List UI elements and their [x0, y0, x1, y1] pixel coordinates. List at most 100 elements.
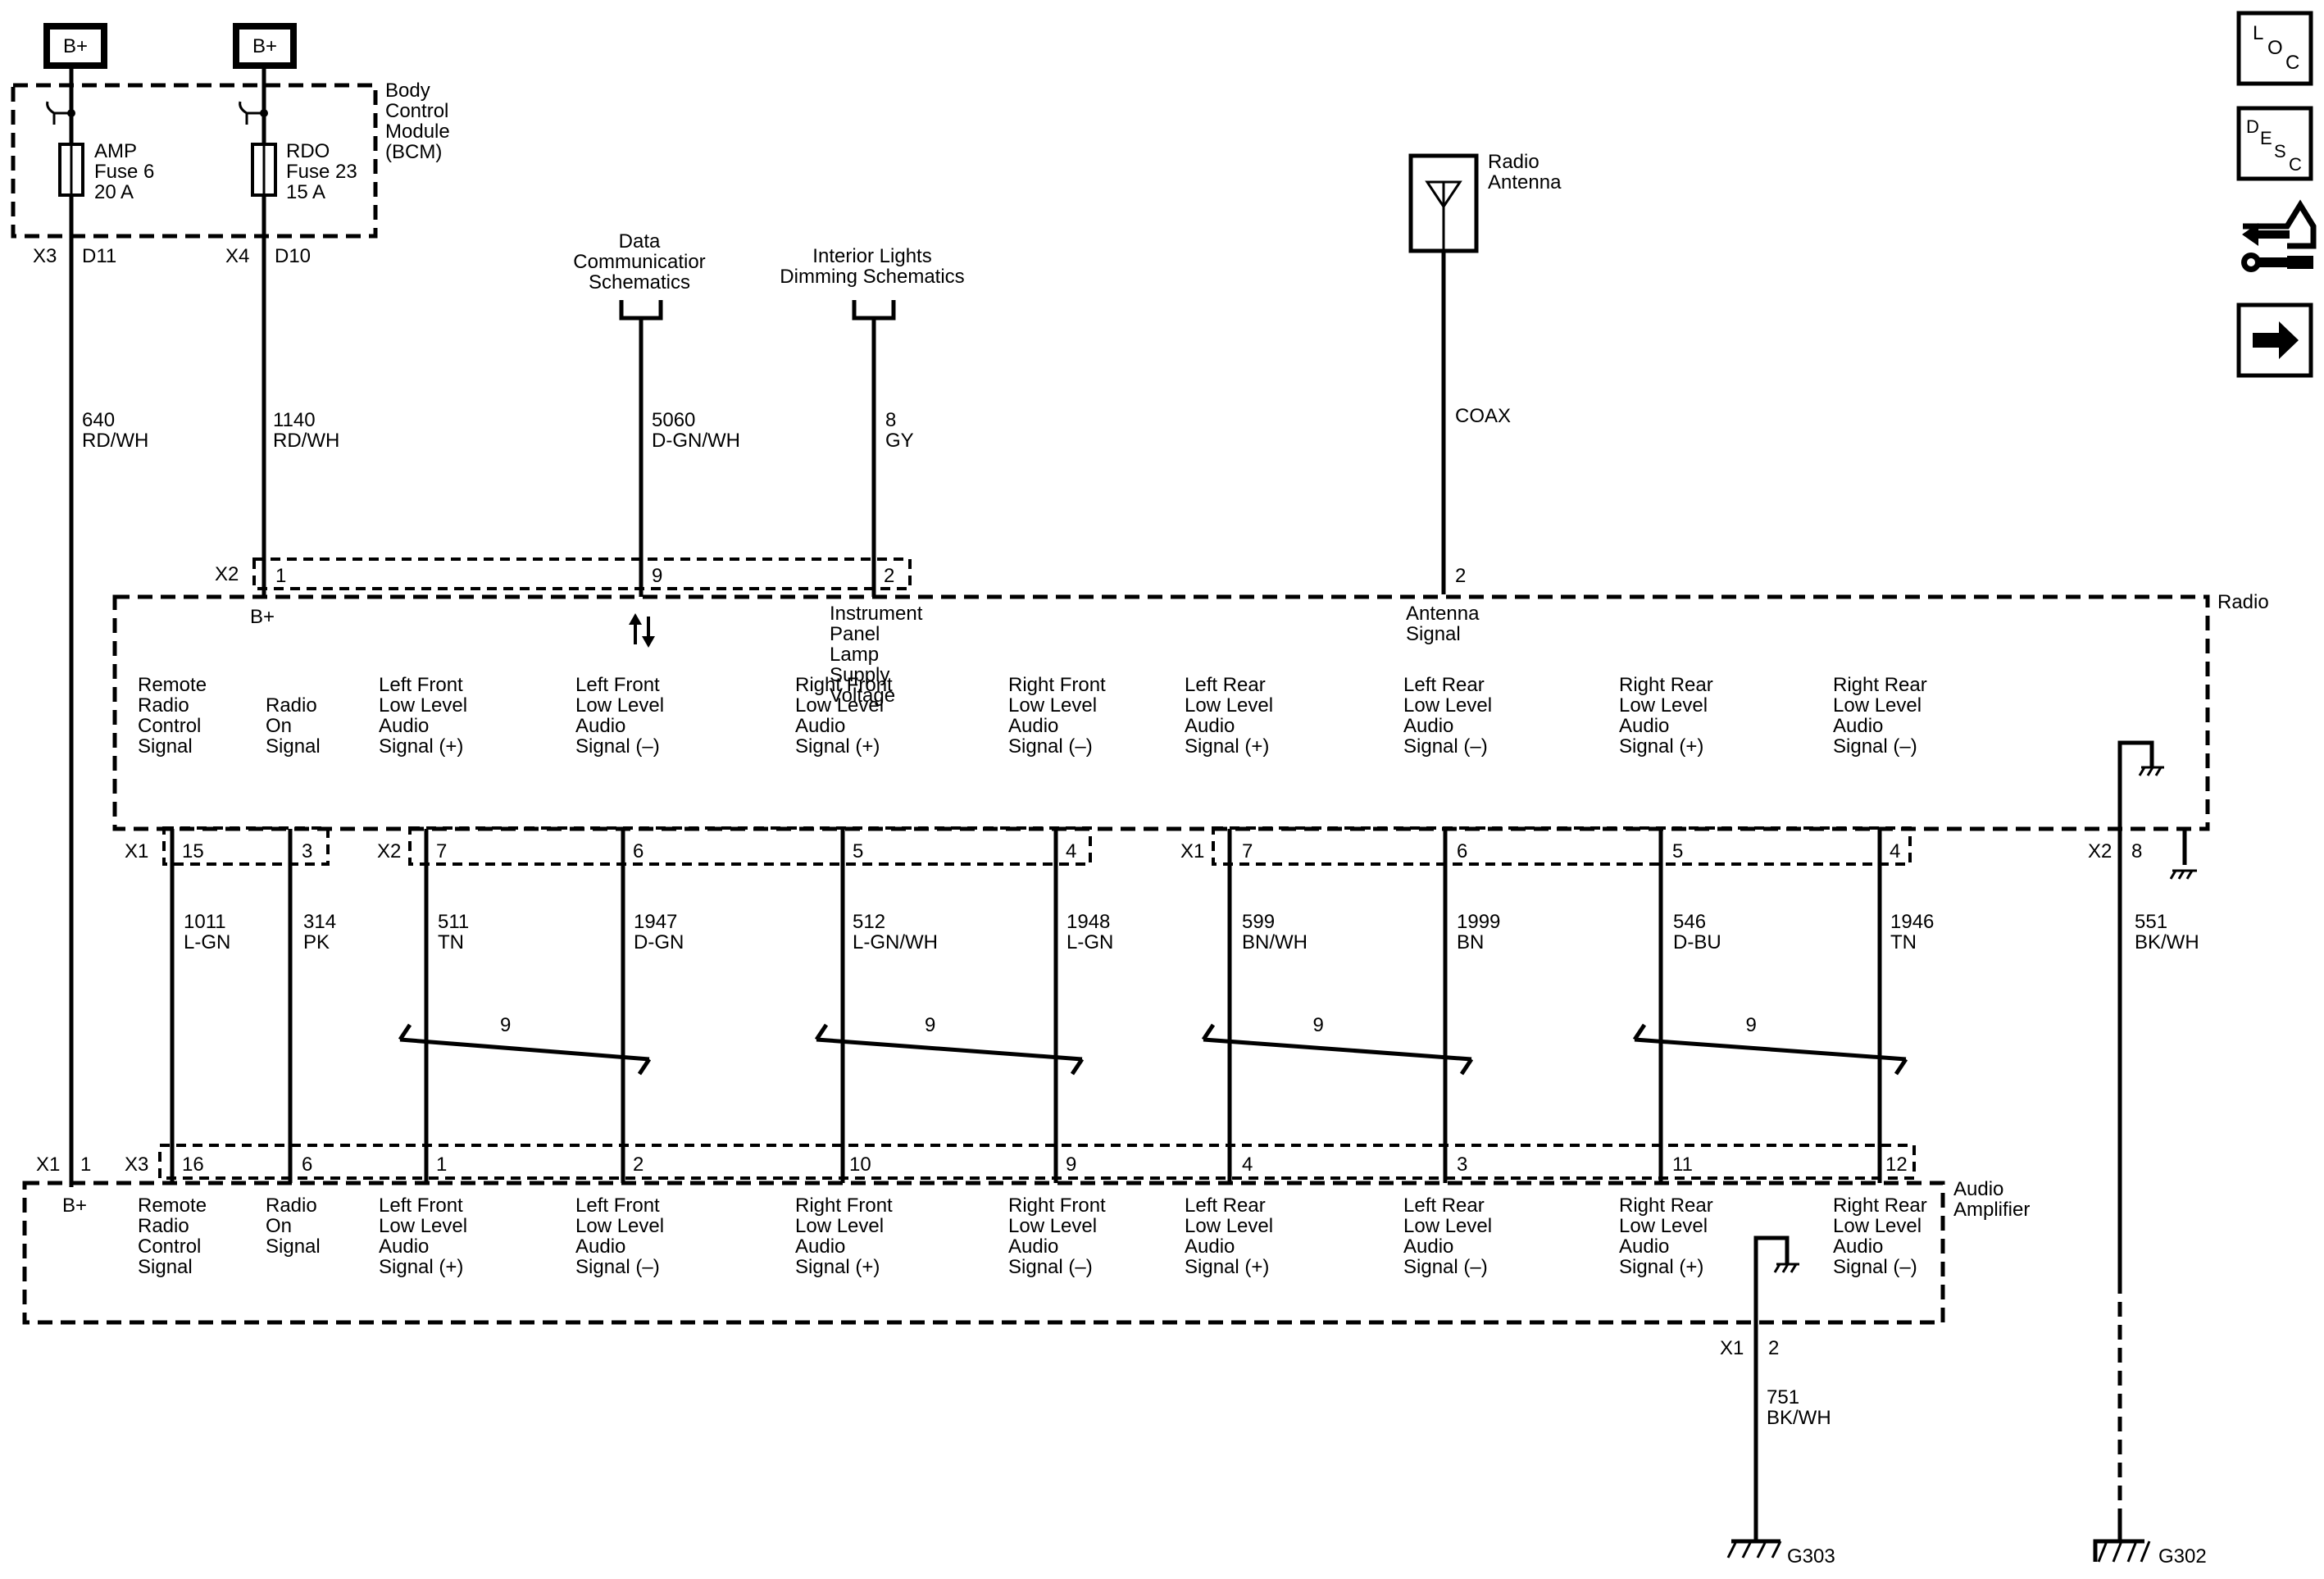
ground-g303-icon: [1726, 1539, 1782, 1559]
bplus-label: B+: [63, 35, 88, 57]
amp-signal-label: Signal: [138, 1256, 193, 1278]
amp-x3-conn: X3: [125, 1154, 148, 1176]
wire-color: TN: [1890, 931, 1917, 953]
radio-signal-label: Low Level: [379, 694, 467, 717]
amp-signal-label: Left Front: [575, 1194, 660, 1217]
amp-gnd-pin: 2: [1768, 1337, 1779, 1359]
dimming-ref[interactable]: Interior Lights Dimming Schematics: [780, 245, 965, 321]
amp-signal-label: Signal (+): [1185, 1256, 1269, 1278]
fuse-tap-2: [239, 101, 268, 125]
amp-signal-label: Low Level: [379, 1215, 467, 1237]
desc-icon[interactable]: D E S C: [2236, 106, 2313, 181]
radio-pin: 15: [182, 840, 204, 862]
ground-g302-icon: [2093, 1523, 2151, 1563]
amp-pin: 1: [436, 1154, 447, 1176]
amp-signal-label: Right Front: [795, 1194, 893, 1217]
antenna-pin-2: 2: [1455, 565, 1466, 587]
svg-text:Schematics: Schematics: [589, 271, 690, 294]
radio-signal-label: Signal (+): [379, 735, 463, 758]
radio-signal-label: Control: [138, 715, 201, 737]
wire-circuit: 512: [853, 911, 885, 933]
radio-signal-label: Low Level: [575, 694, 664, 717]
radio-signal-label: Low Level: [1008, 694, 1097, 717]
wire-circuit: 314: [303, 911, 336, 933]
radio-x1-connector-a: [162, 826, 330, 866]
radio-signal-label: Right Rear: [1833, 674, 1927, 696]
svg-text:Supply: Supply: [830, 664, 889, 686]
wire-751-color: BK/WH: [1767, 1407, 1831, 1429]
radio-outline: [112, 594, 2210, 831]
amp-signal-label: Low Level: [1185, 1215, 1273, 1237]
radio-pin-2: 2: [884, 565, 894, 587]
radio-signal-label: Low Level: [1185, 694, 1273, 717]
wire-color: D-GN: [634, 931, 684, 953]
svg-text:D: D: [2246, 116, 2259, 137]
amp-signal-label: Signal (+): [1619, 1256, 1703, 1278]
svg-text:Control: Control: [385, 100, 448, 122]
radio-pin: 4: [1890, 840, 1900, 862]
svg-text:Fuse 23: Fuse 23: [286, 161, 357, 183]
amp-pin: 12: [1885, 1154, 1908, 1176]
svg-text:Panel: Panel: [830, 623, 880, 645]
wire-color: L-GN: [184, 931, 230, 953]
amp-outline: [22, 1181, 1945, 1325]
radio-signal-label: Signal (+): [795, 735, 880, 758]
amp-signal-label: On: [266, 1215, 292, 1237]
amp-signal-label: Audio: [1619, 1235, 1669, 1258]
amp-signal-label: Right Front: [1008, 1194, 1106, 1217]
radio-pin: 5: [1672, 840, 1683, 862]
svg-text:Dimming Schematics: Dimming Schematics: [780, 266, 964, 288]
amp-signal-label: Audio: [1185, 1235, 1235, 1258]
connector-repair-icon[interactable]: [2241, 199, 2317, 272]
wire-circuit: 599: [1242, 911, 1275, 933]
amp-signal-label: Low Level: [1619, 1215, 1708, 1237]
radio-signal-label: Audio: [1403, 715, 1453, 737]
amp-pin: 6: [302, 1154, 312, 1176]
radio-x1-connector-c: [1212, 826, 1912, 866]
svg-text:Audio: Audio: [1953, 1178, 2003, 1200]
amp-label: Audio Amplifier: [1953, 1178, 2030, 1221]
radio-signal-label: Signal (+): [1619, 735, 1703, 758]
radio-signal-label: Audio: [1833, 715, 1883, 737]
radio-signal-label: On: [266, 715, 292, 737]
amp-bplus: B+: [62, 1194, 87, 1217]
data-comm-ref[interactable]: Data Communicatior Schematics: [573, 230, 706, 321]
wire-color: TN: [438, 931, 464, 953]
radio-antenna-icon: [1408, 153, 1479, 253]
radio-pin: 6: [1457, 840, 1467, 862]
loc-icon[interactable]: L O C: [2236, 11, 2313, 86]
amp-x1-pin: 1: [80, 1154, 91, 1176]
radio-signal-label: Audio: [795, 715, 845, 737]
wire-circuit: 546: [1673, 911, 1706, 933]
next-arrow-icon[interactable]: [2236, 303, 2313, 378]
amp-x3-connector: [158, 1144, 1916, 1180]
amp-signal-label: Signal: [266, 1235, 321, 1258]
amp-signal-label: Signal (+): [795, 1256, 880, 1278]
wire-circuit: 1948: [1066, 911, 1110, 933]
amp-pin: 10: [849, 1154, 871, 1176]
wire-color: BK/WH: [2135, 931, 2199, 953]
wire-640-circuit: 640: [82, 409, 115, 431]
fuse-tap-1: [46, 101, 75, 125]
radio-pin: 7: [1242, 840, 1253, 862]
twist-line: [399, 1037, 650, 1062]
radio-signal-label: Signal: [266, 735, 321, 758]
amp-signal-label: Signal (–): [575, 1256, 660, 1278]
twist-label: 9: [925, 1014, 935, 1036]
radio-conn-x2: X2: [377, 840, 401, 862]
radio-signal-label: Left Rear: [1403, 674, 1485, 696]
radio-signal-label: Right Rear: [1619, 674, 1713, 696]
radio-bplus: B+: [250, 606, 275, 628]
wire-5060-circuit: 5060: [652, 409, 695, 431]
wire-1140-circuit: 1140: [273, 409, 316, 431]
svg-text:S: S: [2274, 141, 2286, 162]
amp-signal-label: Radio: [138, 1215, 189, 1237]
wire-color: L-GN: [1066, 931, 1113, 953]
wire-color: BN/WH: [1242, 931, 1308, 953]
amp-signal-label: Right Rear: [1833, 1194, 1927, 1217]
radio-pin-1: 1: [275, 565, 286, 587]
bplus-label: B+: [252, 35, 277, 57]
svg-text:Instrument: Instrument: [830, 603, 923, 625]
